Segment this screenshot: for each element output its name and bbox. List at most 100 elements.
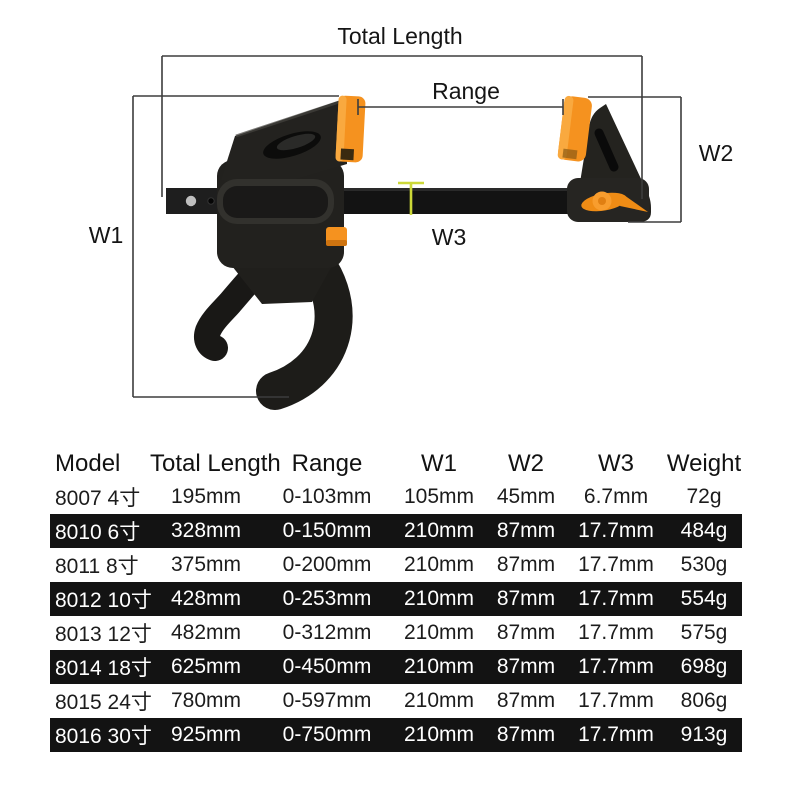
pad-light-edge: [557, 95, 574, 160]
cell-w2: 45mm: [496, 485, 556, 508]
cell-weight: 72g: [686, 485, 722, 508]
cell-range: 0-450mm: [282, 655, 372, 678]
w3-marker-icon: [398, 181, 424, 215]
cell-weight: 530g: [680, 553, 728, 576]
cell-weight: 806g: [680, 689, 728, 712]
table-row: 8014 18寸 625mm 0-450mm 210mm 87mm 17.7mm…: [50, 650, 742, 684]
clamp-illustration: Total Length Range W1 W2 W3: [89, 23, 734, 410]
cell-range: 0-597mm: [282, 689, 372, 712]
sliding-jaw: [557, 95, 651, 222]
w3-label: W3: [432, 224, 467, 250]
release-button-shadow: [326, 240, 347, 246]
cell-w3: 17.7mm: [578, 723, 654, 746]
cell-range: 0-750mm: [282, 723, 372, 746]
jaw-arm-hole-highlight: [276, 133, 316, 151]
pad-notch: [340, 148, 354, 161]
table-row: 8011 8寸 375mm 0-200mm 210mm 87mm 17.7mm …: [50, 548, 742, 582]
cell-w1: 210mm: [403, 655, 475, 678]
table-row: 8015 24寸 780mm 0-597mm 210mm 87mm 17.7mm…: [50, 684, 742, 718]
body-taper: [232, 266, 332, 304]
cell-model: 8013 12寸: [55, 623, 152, 646]
cell-w3: 17.7mm: [578, 587, 654, 610]
cell-w2: 87mm: [496, 553, 556, 576]
knob-wing-tip: [620, 195, 648, 212]
col-header-w1: W1: [421, 450, 457, 477]
bar-highlight: [166, 188, 643, 191]
cell-w1: 210mm: [403, 553, 475, 576]
cell-weight: 698g: [680, 655, 728, 678]
range-dimension-line: [357, 99, 564, 115]
cell-total-length: 195mm: [170, 485, 242, 508]
bar-pin-hole-icon: [207, 197, 215, 205]
sliding-jaw-pad: [557, 95, 592, 162]
cell-w2: 87mm: [496, 723, 556, 746]
w2-dimension-line: [588, 96, 682, 223]
cell-model: 8010 6寸: [55, 521, 141, 544]
w1-dimension-line: [132, 95, 339, 398]
total-length-label: Total Length: [337, 23, 462, 49]
cell-total-length: 625mm: [170, 655, 242, 678]
cell-total-length: 375mm: [170, 553, 242, 576]
table-row: 8007 4寸 195mm 0-103mm 105mm 45mm 6.7mm 7…: [50, 480, 742, 514]
pad-light-edge: [335, 95, 347, 162]
col-header-weight: Weight: [666, 450, 742, 477]
cell-w2: 87mm: [496, 519, 556, 542]
table-row: 8013 12寸 482mm 0-312mm 210mm 87mm 17.7mm…: [50, 616, 742, 650]
col-header-range: Range: [291, 450, 363, 477]
col-header-total-length: Total Length: [150, 450, 281, 477]
cell-total-length: 328mm: [170, 519, 242, 542]
cell-w1: 210mm: [403, 723, 475, 746]
cell-w2: 87mm: [496, 655, 556, 678]
dimension-annotations: Total Length Range W1 W2 W3: [89, 23, 734, 398]
cell-w1: 105mm: [403, 485, 475, 508]
cell-model: 8014 18寸: [55, 657, 152, 680]
w2-label: W2: [699, 140, 734, 166]
pad-notch: [562, 148, 578, 160]
cell-total-length: 925mm: [170, 723, 242, 746]
cell-range: 0-103mm: [282, 485, 372, 508]
cell-w1: 210mm: [403, 689, 475, 712]
cell-range: 0-312mm: [282, 621, 372, 644]
cell-model: 8016 30寸: [55, 725, 152, 748]
cell-w1: 210mm: [403, 621, 475, 644]
cell-total-length: 428mm: [170, 587, 242, 610]
jaw-arm-bevel: [235, 100, 340, 138]
cell-w1: 210mm: [403, 587, 475, 610]
cell-w3: 6.7mm: [583, 485, 649, 508]
range-label: Range: [432, 78, 500, 104]
cell-total-length: 780mm: [170, 689, 242, 712]
table-row: 8012 10寸 428mm 0-253mm 210mm 87mm 17.7mm…: [50, 582, 742, 616]
spec-table: Model Total Length Range W1 W2 W3 Weight…: [50, 448, 742, 752]
cell-weight: 575g: [680, 621, 728, 644]
cell-range: 0-200mm: [282, 553, 372, 576]
col-header-w3: W3: [598, 450, 634, 477]
cell-range: 0-253mm: [282, 587, 372, 610]
cell-model: 8011 8寸: [55, 555, 139, 578]
cell-w3: 17.7mm: [578, 689, 654, 712]
cell-w2: 87mm: [496, 689, 556, 712]
cell-model: 8012 10寸: [55, 589, 152, 612]
w1-label: W1: [89, 222, 124, 248]
grip-cylinder-core: [223, 186, 328, 218]
table-header-row: Model Total Length Range W1 W2 W3 Weight: [50, 448, 742, 480]
cell-w3: 17.7mm: [578, 519, 654, 542]
knob-center: [598, 197, 606, 205]
cell-w3: 17.7mm: [578, 621, 654, 644]
sliding-jaw-slot: [594, 128, 619, 172]
cell-w2: 87mm: [496, 621, 556, 644]
cell-model: 8015 24寸: [55, 691, 152, 714]
total-length-dimension-line: [161, 55, 643, 199]
table-row: 8010 6寸 328mm 0-150mm 210mm 87mm 17.7mm …: [50, 514, 742, 548]
cell-w2: 87mm: [496, 587, 556, 610]
col-header-model: Model: [55, 450, 121, 477]
wing-knob-icon: [581, 191, 648, 212]
cell-w3: 17.7mm: [578, 655, 654, 678]
bar-hole-icon: [185, 195, 197, 207]
table-row: 8016 30寸 925mm 0-750mm 210mm 87mm 17.7mm…: [50, 718, 742, 752]
cell-range: 0-150mm: [282, 519, 372, 542]
fixed-jaw: [194, 95, 366, 410]
cell-total-length: 482mm: [170, 621, 242, 644]
cell-w1: 210mm: [403, 519, 475, 542]
cell-model: 8007 4寸: [55, 487, 141, 510]
